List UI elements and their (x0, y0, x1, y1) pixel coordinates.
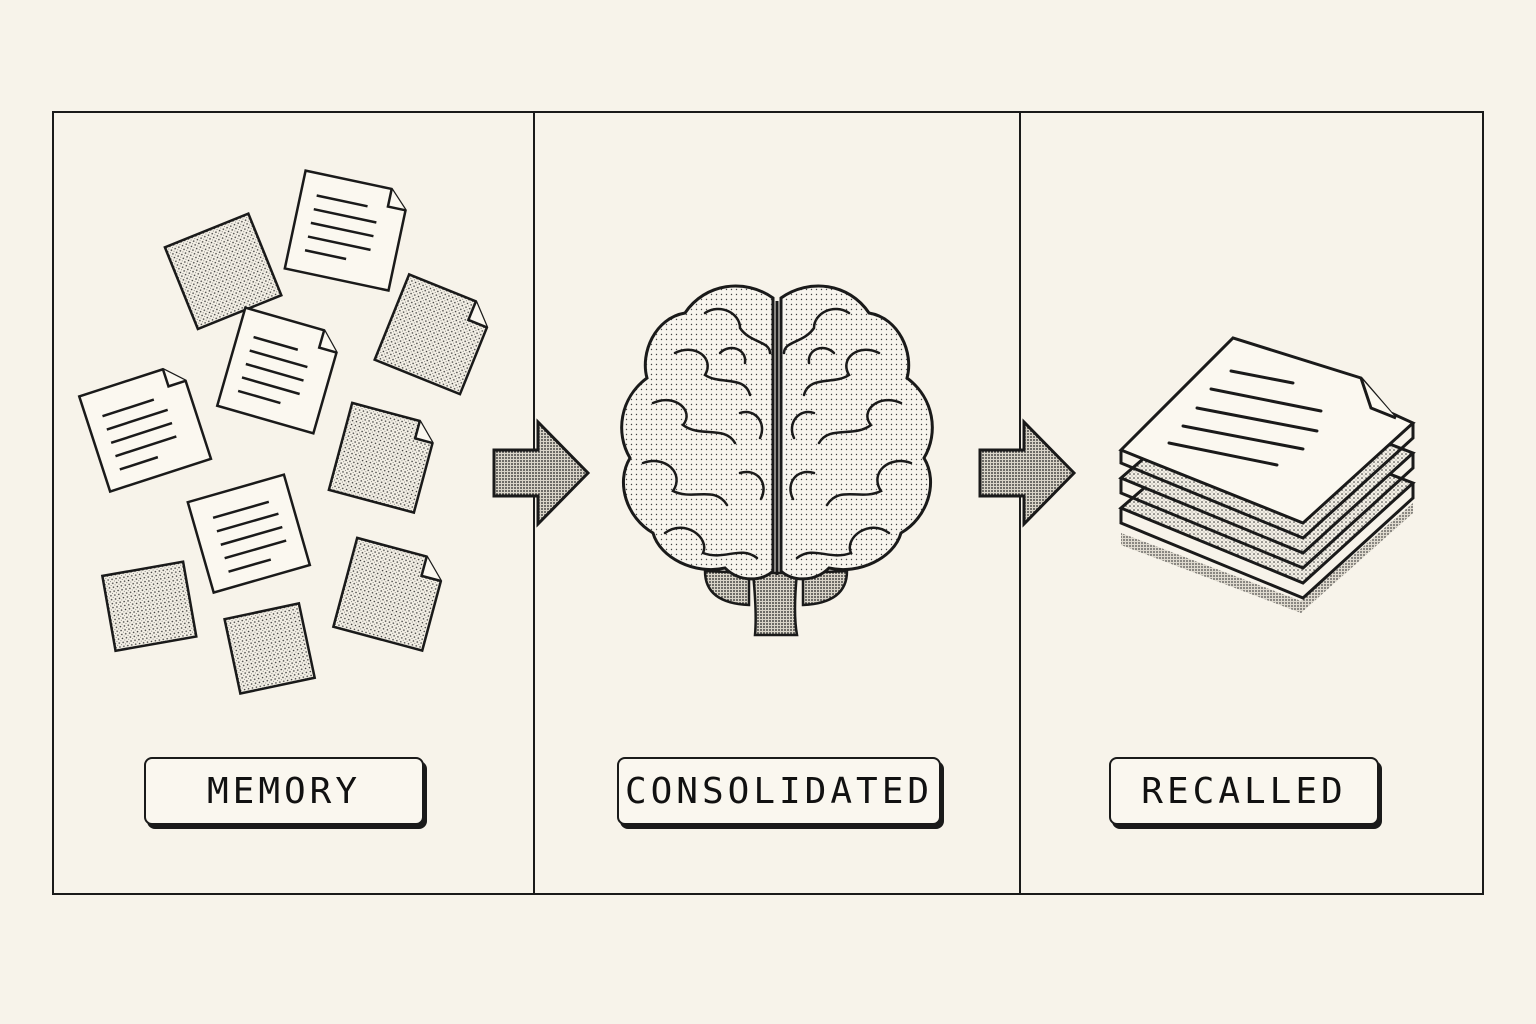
stage-label-recalled: RECALLED (1109, 757, 1379, 825)
stage-label-memory: MEMORY (144, 757, 424, 825)
stage-label-text: MEMORY (206, 770, 362, 812)
arrow-right-icon (492, 418, 591, 528)
panel-divider (1019, 111, 1021, 895)
panel-divider (533, 111, 535, 895)
stage-label-consolidated: CONSOLIDATED (617, 757, 941, 825)
stage-consolidated-panel: CONSOLIDATED (535, 113, 1019, 893)
scattered-notes-icon (77, 169, 489, 696)
stage-memory-panel: MEMORY (54, 113, 533, 893)
stage-label-text: RECALLED (1141, 770, 1347, 812)
brain-icon (620, 284, 934, 637)
stage-recalled-panel: RECALLED (1021, 113, 1482, 893)
arrow-right-icon (978, 418, 1077, 528)
stage-label-text: CONSOLIDATED (624, 770, 934, 812)
stacked-documents-icon (1118, 336, 1416, 613)
diagram-frame (52, 111, 1484, 895)
